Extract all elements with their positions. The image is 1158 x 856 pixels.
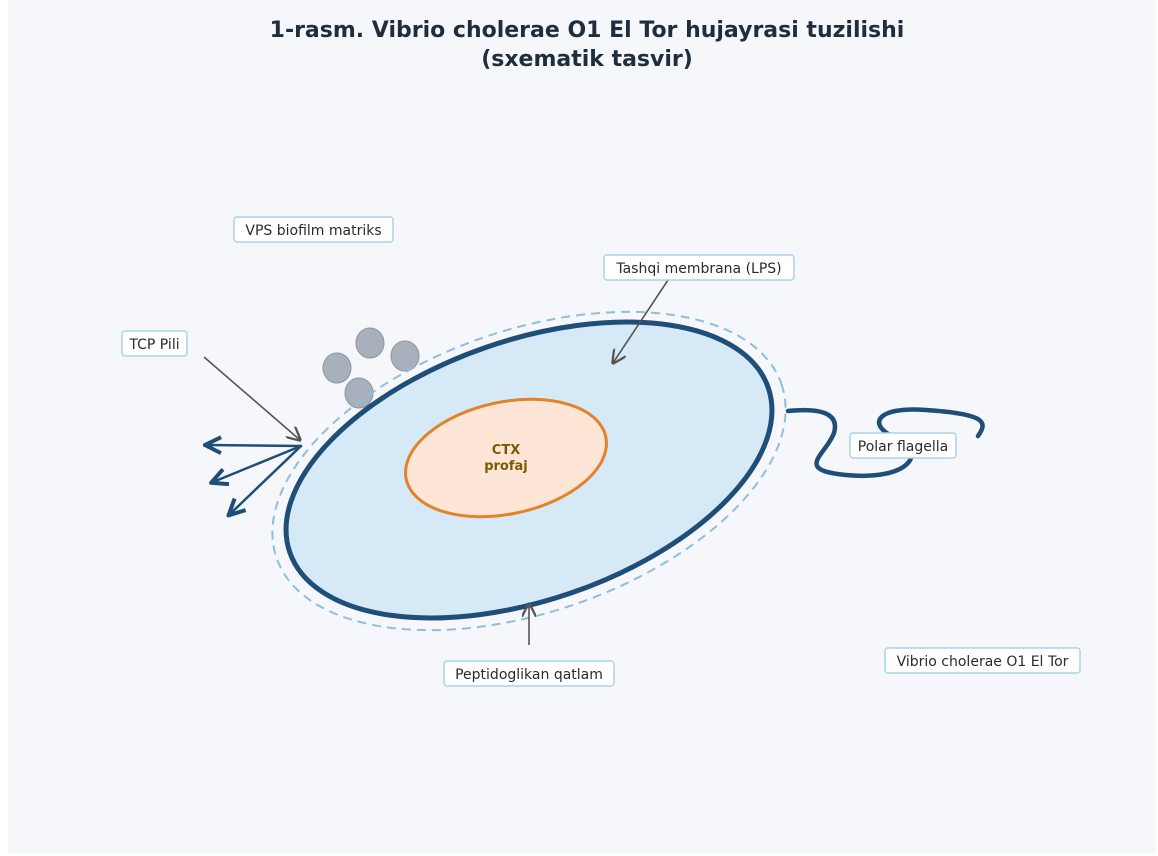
peptidoglycan-label: Peptidoglikan qatlam: [443, 660, 615, 687]
svg-text:Tashqi membrana (LPS): Tashqi membrana (LPS): [615, 261, 781, 277]
tcp-pili-label: TCP Pili: [121, 330, 188, 357]
vps-granule: [355, 327, 385, 359]
ctx-prophage-sublabel: profaj: [484, 459, 528, 474]
ctx-prophage-label: CTX: [492, 443, 520, 458]
species-label: Vibrio cholerae O1 El Tor: [884, 647, 1081, 674]
tcp-pilus: [213, 444, 303, 482]
svg-text:VPS biofilm matriks: VPS biofilm matriks: [245, 223, 381, 239]
svg-text:TCP Pili: TCP Pili: [128, 337, 179, 353]
vps-biofilm-label: VPS biofilm matriks: [233, 216, 394, 243]
tcp-pilus: [230, 444, 303, 514]
vps-granule: [344, 377, 374, 409]
figure-title: 1-rasm. Vibrio cholerae O1 El Tor hujayr…: [270, 18, 905, 43]
tcp-pili: [207, 444, 303, 514]
svg-text:Polar flagella: Polar flagella: [858, 439, 948, 455]
ctx-prophage: [404, 397, 608, 519]
svg-text:Vibrio cholerae O1 El Tor: Vibrio cholerae O1 El Tor: [897, 654, 1069, 670]
outer-membrane-arrow: [613, 270, 675, 363]
svg-text:Peptidoglikan qatlam: Peptidoglikan qatlam: [455, 667, 603, 683]
polar-flagellum: [785, 407, 985, 479]
cell-diagram: 1-rasm. Vibrio cholerae O1 El Tor hujayr…: [121, 18, 1081, 687]
vps-granule: [390, 340, 420, 372]
figure-canvas: 1-rasm. Vibrio cholerae O1 El Tor hujayr…: [8, 0, 1156, 854]
figure-subtitle: (sxematik tasvir): [481, 47, 693, 72]
capsule-outline: [271, 310, 787, 632]
outer-membrane-label: Tashqi membrana (LPS): [603, 254, 795, 281]
vps-granule: [322, 352, 352, 384]
polar-flagella-label: Polar flagella: [849, 432, 957, 459]
tcp-pilus: [207, 445, 303, 446]
tcp-pili-arrow: [203, 356, 300, 440]
